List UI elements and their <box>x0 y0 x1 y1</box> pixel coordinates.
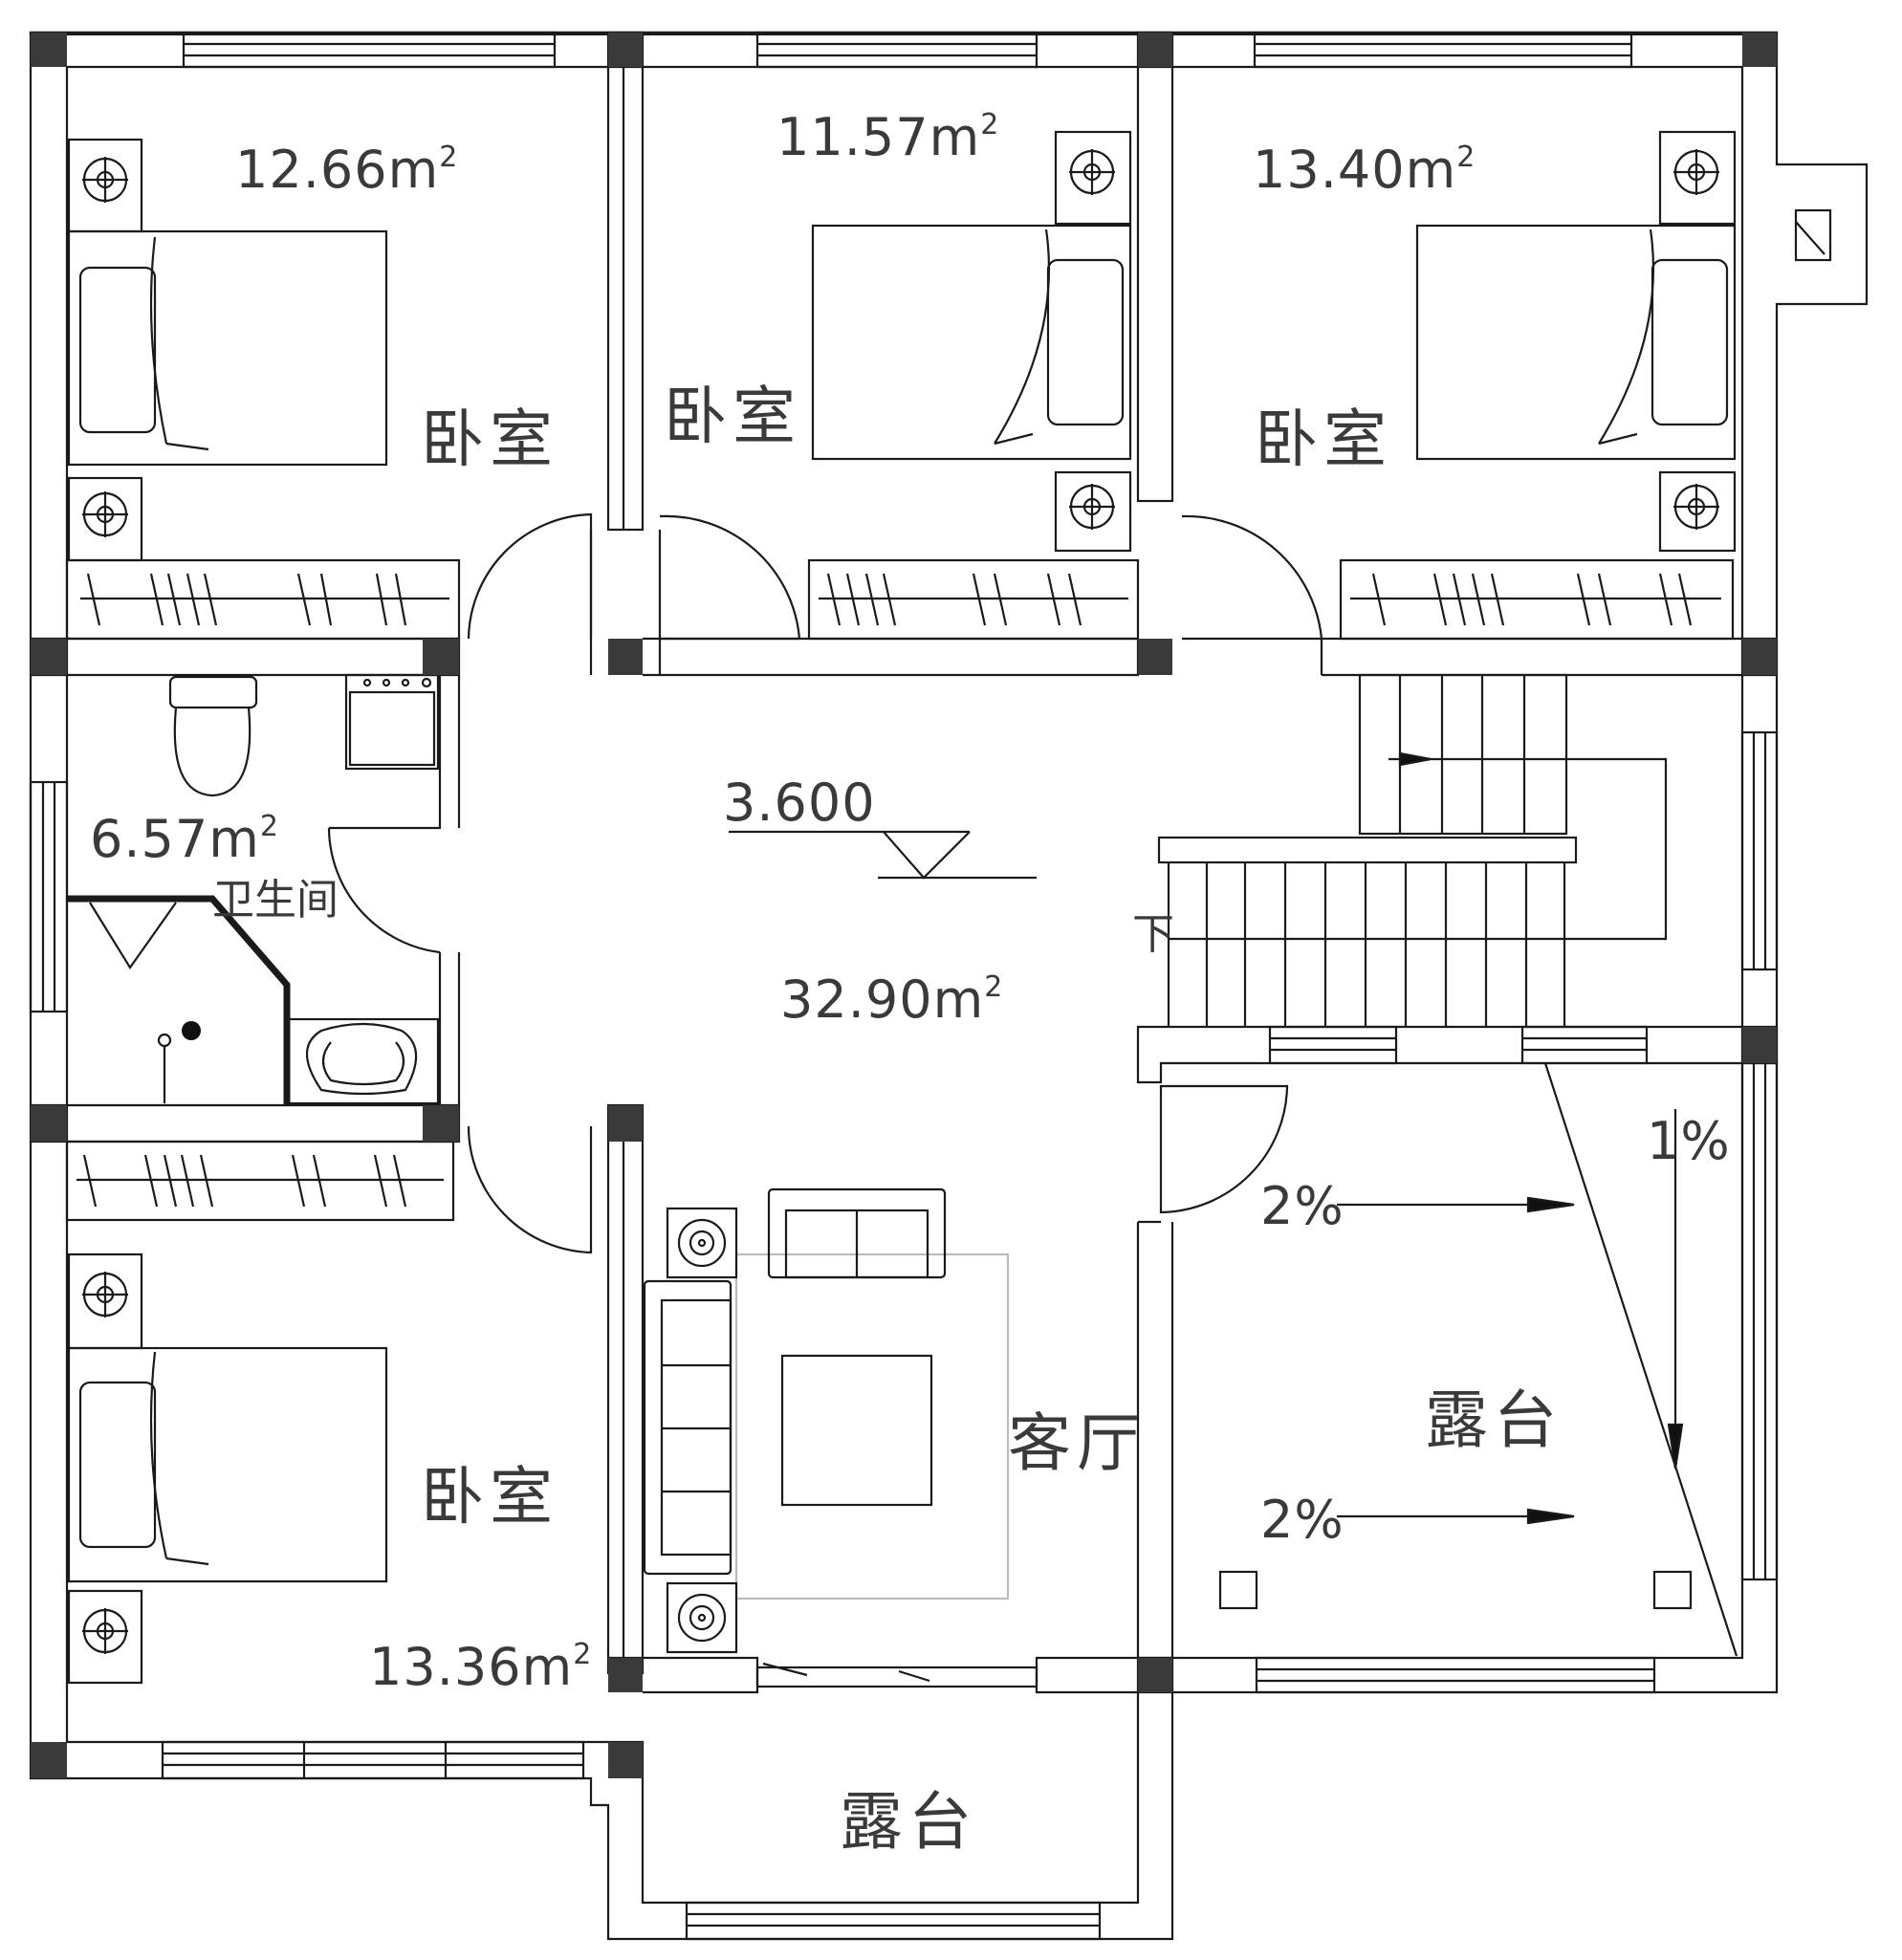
nightstands <box>67 130 1737 1685</box>
label-bedroom-n: 卧室 <box>664 380 801 453</box>
area-bedroom-sw: 13.36m2 <box>369 1637 592 1697</box>
doors <box>327 512 1323 1683</box>
label-bedroom-ne: 卧室 <box>1255 403 1392 476</box>
label-bathroom: 卫生间 <box>212 876 339 925</box>
floor-drain <box>182 1021 201 1040</box>
slope-lower: 2% <box>1260 1490 1345 1550</box>
label-bedroom-sw: 卧室 <box>421 1460 558 1534</box>
beds <box>67 224 1737 1583</box>
label-terrace-east: 露台 <box>1425 1383 1563 1457</box>
area-bedroom-nw: 12.66m2 <box>235 140 458 200</box>
label-terrace-south: 露台 <box>840 1785 977 1859</box>
elevation-value: 3.600 <box>723 773 876 833</box>
columns <box>31 33 1777 1778</box>
label-living-room: 客厅 <box>1008 1406 1146 1480</box>
area-bedroom-n: 11.57m2 <box>776 107 999 167</box>
slope-side: 1% <box>1647 1111 1731 1171</box>
terrace-details <box>1218 1062 1738 1657</box>
living-room-furniture <box>643 1187 1010 1654</box>
stair-down-label: 下 <box>1132 910 1174 959</box>
area-bedroom-ne: 13.40m2 <box>1253 140 1476 200</box>
slope-upper: 2% <box>1260 1176 1345 1236</box>
label-bedroom-nw: 卧室 <box>421 403 558 476</box>
area-bathroom: 6.57m2 <box>90 809 279 869</box>
area-hall: 32.90m2 <box>780 969 1003 1030</box>
elevation-marker <box>729 830 1037 880</box>
shower-partition <box>67 895 291 1105</box>
wardrobes <box>65 558 1735 1222</box>
stairs <box>1157 673 1668 1027</box>
